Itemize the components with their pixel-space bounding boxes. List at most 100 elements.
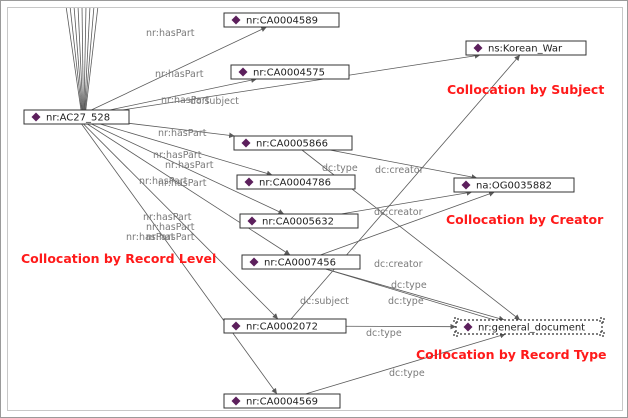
edge-n9-n11[interactable] bbox=[325, 268, 505, 322]
edge-label: dc:creator bbox=[374, 259, 423, 270]
node-label: nr:AC27_528 bbox=[46, 113, 110, 124]
selection-handle[interactable] bbox=[453, 331, 459, 337]
node-nr-ca0004786[interactable]: nr:CA0004786 bbox=[236, 174, 356, 190]
offscreen-edge bbox=[84, 8, 91, 111]
node-box bbox=[239, 213, 359, 229]
edge-label: dc:type bbox=[322, 163, 358, 174]
node-label: nr:CA0007456 bbox=[264, 258, 336, 269]
node-na-og0035882[interactable]: na:OG0035882 bbox=[453, 177, 575, 193]
node-nr-general-document[interactable]: nr:general_document bbox=[453, 317, 605, 337]
edge-n4-n3[interactable] bbox=[109, 77, 257, 111]
node-label: nr:CA0005866 bbox=[256, 139, 328, 150]
node-label: nr:CA0004589 bbox=[246, 16, 318, 27]
node-nr-ca0002072[interactable]: nr:CA0002072 bbox=[223, 318, 347, 334]
node-box bbox=[453, 177, 575, 193]
node-box bbox=[241, 254, 361, 270]
node-nr-ca0004589[interactable]: nr:CA0004589 bbox=[223, 12, 340, 28]
edge-label: nr:hasPart bbox=[155, 69, 204, 80]
edge-n4-n12[interactable] bbox=[81, 123, 278, 395]
edge-n4-n10[interactable] bbox=[83, 123, 279, 320]
selection-handle[interactable] bbox=[599, 317, 605, 323]
offscreen-edge bbox=[85, 8, 99, 111]
resource-diamond-icon bbox=[247, 216, 257, 226]
collocation-record-type-note: Collocation by Record Type bbox=[416, 347, 607, 362]
edge-label: nr:hasPart bbox=[158, 178, 207, 189]
selection-handle[interactable] bbox=[599, 331, 605, 337]
edge-label: dc:type bbox=[389, 368, 425, 379]
edge-label: nr:hasPart bbox=[146, 222, 195, 233]
resource-diamond-icon bbox=[249, 257, 259, 267]
edge-label: nr:hasPart bbox=[161, 95, 210, 106]
edge-n9-n6[interactable] bbox=[320, 191, 495, 256]
node-box bbox=[223, 12, 340, 28]
offscreen-edge bbox=[81, 8, 84, 111]
node-box bbox=[223, 393, 341, 409]
resource-diamond-icon bbox=[473, 43, 483, 53]
edge-n4-n2[interactable] bbox=[122, 53, 481, 111]
resource-diamond-icon bbox=[231, 321, 241, 331]
node-box bbox=[23, 109, 130, 125]
node-box bbox=[230, 64, 350, 80]
offscreen-edge bbox=[73, 8, 83, 111]
edge-n12-n11[interactable] bbox=[305, 332, 506, 395]
node-label: nr:CA0004575 bbox=[253, 68, 325, 79]
node-nr-ca0004575[interactable]: nr:CA0004575 bbox=[230, 64, 350, 80]
resource-diamond-icon bbox=[463, 322, 473, 332]
collocation-record-level-note: Collocation by Record Level bbox=[21, 251, 217, 266]
edge-label: dc:creator bbox=[375, 165, 424, 176]
resource-diamond-icon bbox=[31, 112, 41, 122]
offscreen-edge bbox=[69, 8, 82, 111]
node-label: nr:CA0002072 bbox=[246, 322, 318, 333]
selection-handle[interactable] bbox=[453, 317, 459, 323]
edge-labels-layer: nr:hasPartnr:hasPartdc:subjectnr:hasPart… bbox=[126, 28, 427, 379]
edge-n8-n6[interactable] bbox=[340, 190, 473, 215]
edge-n4-n8[interactable] bbox=[91, 123, 285, 215]
edge-label: dc:creator bbox=[374, 207, 423, 218]
edge-label: dc:type bbox=[391, 280, 427, 291]
node-box bbox=[236, 174, 356, 190]
resource-diamond-icon bbox=[461, 180, 471, 190]
node-ns-korean-war[interactable]: ns:Korean_War bbox=[465, 40, 587, 56]
node-label: nr:general_document bbox=[478, 323, 585, 334]
offscreen-edge bbox=[65, 8, 82, 111]
edge-n5-n6[interactable] bbox=[329, 149, 478, 180]
resource-diamond-icon bbox=[238, 67, 248, 77]
node-nr-ca0004569[interactable]: nr:CA0004569 bbox=[223, 393, 341, 409]
edges-layer bbox=[65, 8, 521, 395]
node-box bbox=[223, 318, 347, 334]
edge-n10-n2[interactable] bbox=[290, 54, 521, 320]
edge-n4-n5[interactable] bbox=[128, 122, 235, 139]
offscreen-edge bbox=[84, 8, 95, 111]
edge-n4-n1[interactable] bbox=[91, 26, 267, 111]
edge-label: nr:hasPart bbox=[126, 232, 175, 243]
node-label: nr:CA0005632 bbox=[262, 217, 334, 228]
node-label: na:OG0035882 bbox=[476, 181, 552, 192]
node-box bbox=[465, 40, 587, 56]
edge-label: nr:hasPart bbox=[146, 28, 195, 39]
edge-label: dc:subject bbox=[300, 296, 349, 307]
edge-label: nr:hasPart bbox=[146, 232, 195, 243]
node-nr-ca0005632[interactable]: nr:CA0005632 bbox=[239, 213, 359, 229]
node-label: nr:CA0004786 bbox=[259, 178, 331, 189]
offscreen-edge bbox=[83, 8, 87, 111]
rdf-graph[interactable]: nr:hasPartnr:hasPartdc:subjectnr:hasPart… bbox=[8, 8, 622, 410]
edge-label: nr:hasPart bbox=[158, 128, 207, 139]
edge-label: nr:hasPart bbox=[139, 176, 188, 187]
edge-label: dc:type bbox=[388, 296, 424, 307]
edge-label: nr:hasPart bbox=[143, 212, 192, 223]
edge-n9-n11[interactable] bbox=[325, 268, 505, 325]
node-nr-ca0007456[interactable]: nr:CA0007456 bbox=[241, 254, 361, 270]
node-nr-ca0005866[interactable]: nr:CA0005866 bbox=[233, 135, 353, 151]
collocation-creator-note: Collocation by Creator bbox=[446, 212, 604, 227]
resource-diamond-icon bbox=[244, 177, 254, 187]
edge-label: nr:hasPart bbox=[153, 150, 202, 161]
node-box bbox=[455, 319, 603, 335]
edge-n4-n9[interactable] bbox=[87, 123, 291, 256]
edge-n4-n7[interactable] bbox=[100, 123, 273, 177]
node-nr-ac27-528[interactable]: nr:AC27_528 bbox=[23, 109, 130, 125]
collocation-subject-note: Collocation by Subject bbox=[447, 82, 605, 97]
edge-label: dc:subject bbox=[190, 96, 239, 107]
nodes-layer: nr:CA0004589ns:Korean_Warnr:CA0004575nr:… bbox=[23, 12, 605, 409]
